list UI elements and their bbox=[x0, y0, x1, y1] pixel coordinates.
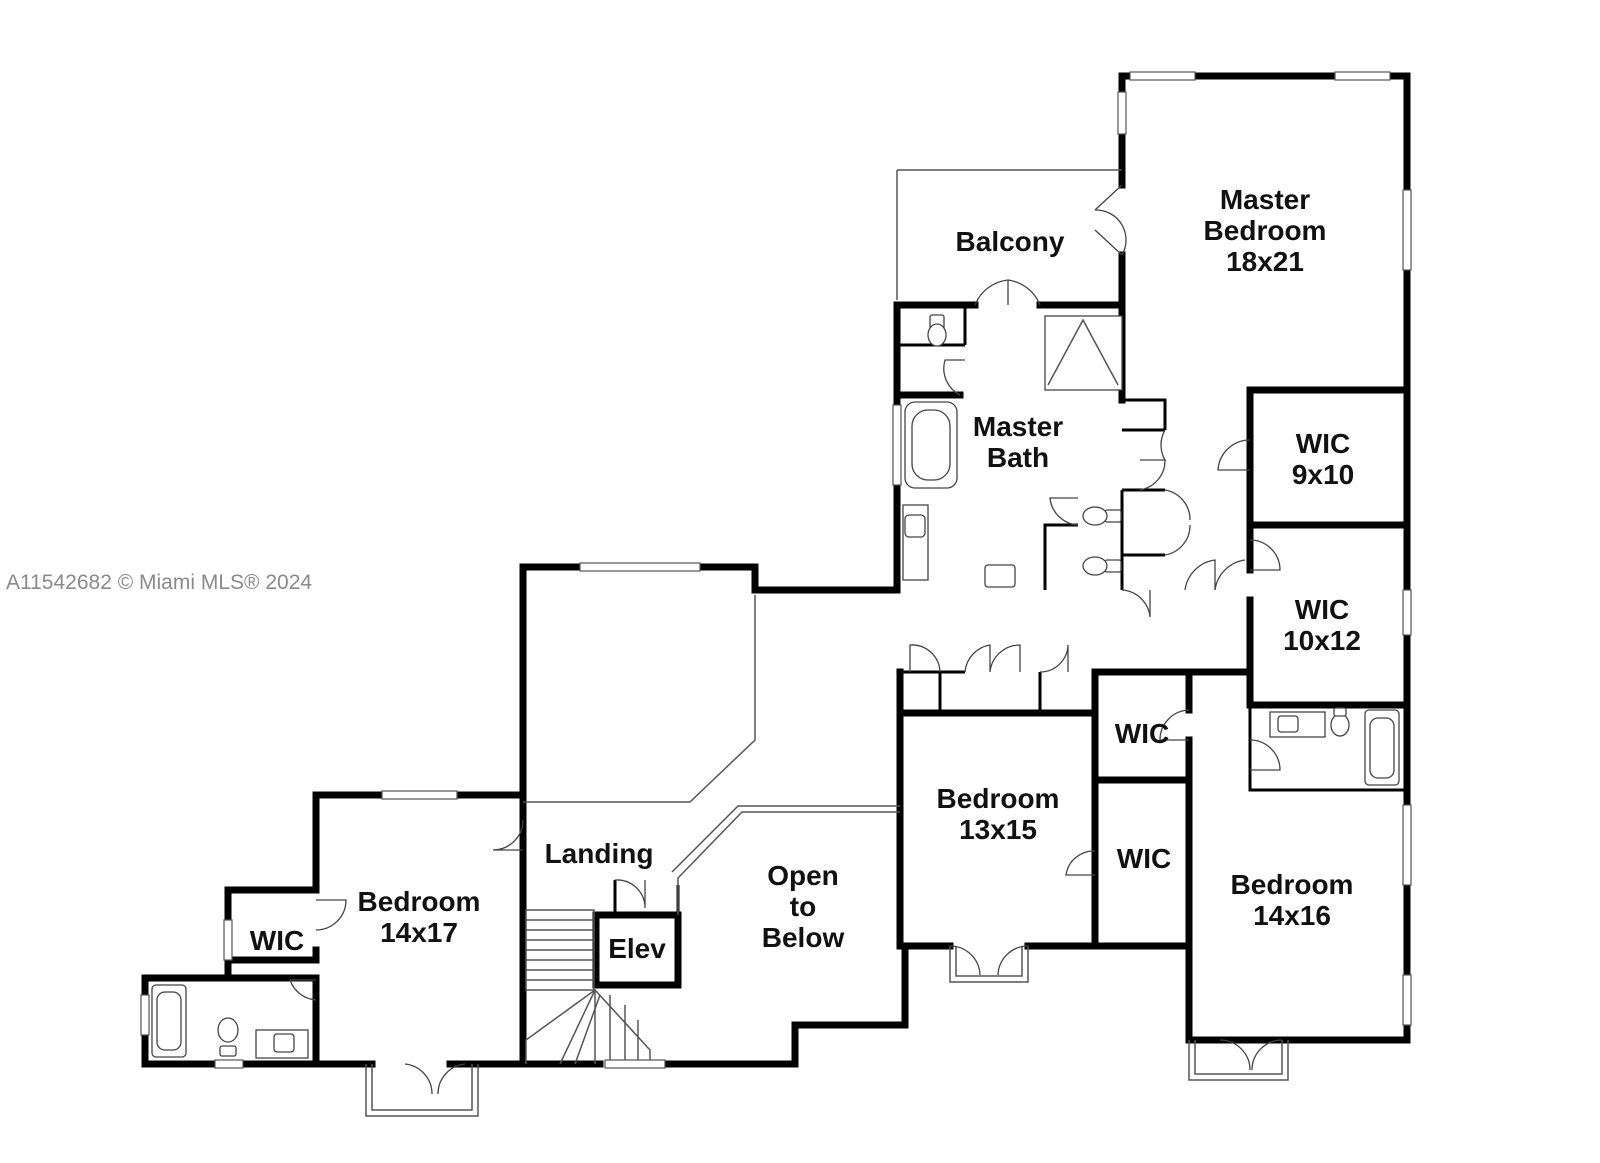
landing-label: Landing bbox=[544, 838, 654, 869]
bedroom-14x17-label: Bedroom 14x17 bbox=[357, 886, 481, 948]
windows bbox=[140, 71, 1412, 1117]
staircase bbox=[525, 909, 651, 1065]
interior-walls bbox=[224, 301, 1411, 1068]
wic-10x12-label: WIC 10x12 bbox=[1283, 594, 1361, 656]
watermark-text: A11542682 © Miami MLS® 2024 bbox=[6, 571, 313, 594]
wic-label-upper: WIC bbox=[1114, 718, 1170, 749]
wic-label-left: WIC bbox=[249, 925, 305, 956]
open-outline bbox=[523, 169, 1122, 915]
bedroom-14x16-label: Bedroom 14x16 bbox=[1230, 869, 1354, 931]
wic-label-lower: WIC bbox=[1116, 843, 1172, 874]
balcony-label: Balcony bbox=[955, 226, 1065, 257]
bedroom-13x15-label: Bedroom 13x15 bbox=[936, 783, 1060, 845]
master-bath-label: Master Bath bbox=[972, 411, 1064, 473]
open-to-below-label: Open to Below bbox=[761, 860, 845, 953]
doors bbox=[289, 184, 1283, 1095]
master-bedroom-label: Master Bedroom 18x21 bbox=[1203, 184, 1327, 277]
wic-9x10-label: WIC 9x10 bbox=[1291, 428, 1355, 490]
elevator-label: Elev bbox=[608, 933, 666, 964]
fixtures bbox=[151, 314, 1400, 1059]
